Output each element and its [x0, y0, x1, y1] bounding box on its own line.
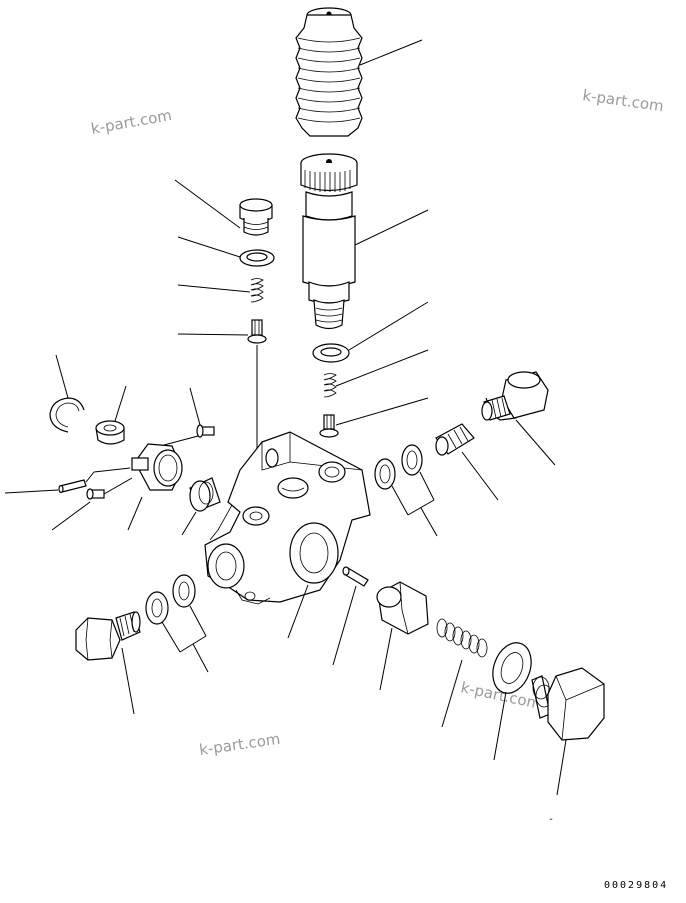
assembly-axis-pin-long — [85, 471, 95, 483]
gasket-large — [492, 642, 532, 694]
gasket-washer-2 — [312, 343, 350, 363]
leader-line-piston-valve — [379, 627, 393, 691]
leader-line-gasket-pair-2a — [161, 621, 181, 653]
leader-line-washer-2 — [348, 301, 429, 351]
leader-line-pin-small-2 — [51, 501, 91, 531]
cap-plug — [239, 198, 273, 236]
leader-line-valve-1 — [177, 333, 249, 336]
check-valve-1 — [247, 319, 267, 344]
leader-line-banjo-bolt — [515, 419, 556, 466]
pin-long — [58, 479, 87, 494]
hex-plug-large — [531, 667, 605, 741]
drawing-code: 00029804 — [604, 880, 668, 891]
leader-line-gasket-pair-2b — [189, 605, 207, 637]
assembly-axis-pin-long-2 — [93, 467, 131, 473]
leader-line-cap — [174, 179, 241, 229]
spring-small-1 — [250, 278, 264, 303]
leader-line-gasket-pair-1b — [419, 471, 435, 501]
assembly-axis-pin — [163, 435, 199, 446]
pin-dowel — [342, 566, 369, 587]
priming-pump-plunger — [300, 153, 358, 330]
leader-line-screw-short — [461, 451, 499, 501]
hex-bolt-left — [75, 611, 141, 661]
leader-line-pump-body — [287, 584, 309, 639]
leader-line-pin-long — [4, 489, 59, 494]
stray-dash: - — [548, 814, 556, 825]
gasket-washer-1 — [239, 249, 275, 267]
pump-body — [204, 431, 371, 605]
leader-line-spring-1 — [177, 284, 251, 293]
watermark-3: k-part.com — [198, 730, 281, 759]
roller-bushing — [189, 477, 221, 512]
leader-line-spring-large — [441, 659, 463, 728]
snap-ring — [49, 397, 85, 433]
leader-line-bracket — [127, 496, 143, 531]
leader-line-hex-plug-large — [556, 739, 567, 796]
watermark-1: k-part.com — [90, 106, 174, 138]
leader-line-gasket-pair-1d — [420, 507, 438, 537]
piston-valve — [376, 581, 429, 635]
leader-line-washer-1 — [177, 236, 241, 258]
leader-line-pin-small-1 — [189, 387, 201, 426]
bracket-holder — [131, 443, 183, 491]
leader-line-plunger — [354, 209, 429, 246]
leader-line-pin-dowel — [332, 585, 357, 666]
leader-line-snap-ring — [55, 354, 69, 399]
leader-line-gasket-pair-1a — [391, 485, 409, 516]
watermark-2: k-part.com — [581, 86, 664, 115]
leader-line-gasket-pair-1c — [407, 499, 435, 516]
leader-line-hex-bolt-left — [121, 647, 135, 715]
leader-line-gasket-pair-2d — [192, 643, 209, 673]
leader-line-valve-2 — [335, 397, 429, 426]
pin-small-1 — [196, 424, 215, 438]
leader-line-collar — [114, 385, 127, 422]
pin-small-2 — [86, 488, 105, 500]
check-valve-2 — [319, 414, 339, 438]
banjo-bolt — [481, 371, 549, 421]
spring-large — [436, 618, 488, 658]
assembly-axis-pin-small-2 — [103, 477, 133, 495]
bellows-boot — [295, 7, 363, 137]
leader-line-roller — [181, 511, 197, 536]
screw-short — [435, 423, 475, 456]
leader-line-bellows — [359, 39, 423, 66]
leader-line-gasket-large — [493, 691, 507, 761]
collar — [95, 420, 125, 445]
spring-small-2 — [323, 373, 337, 398]
gasket-pair-1 — [374, 444, 423, 490]
leader-line-spring-2 — [335, 349, 429, 387]
gasket-pair-2 — [145, 574, 196, 625]
